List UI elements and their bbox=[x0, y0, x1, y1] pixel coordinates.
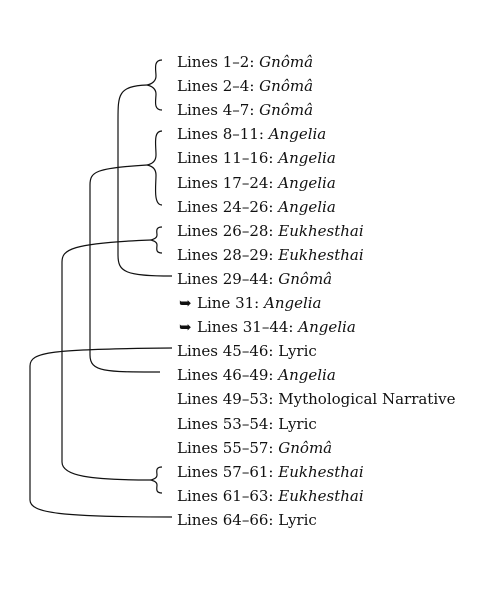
genre-label: Lyric bbox=[278, 510, 317, 529]
genre-label: Eukhesthai bbox=[278, 486, 364, 505]
genre-label: Eukhesthai bbox=[278, 245, 364, 264]
entry-line-2: Lines 2–4: Gnômâ bbox=[177, 75, 313, 97]
genre-label: Angelia bbox=[298, 318, 356, 337]
genre-label: Angelia bbox=[278, 366, 336, 385]
entry-line-1: Lines 1–2: Gnômâ bbox=[177, 51, 313, 73]
entry-line-15: Lines 49–53: Mythological Narrative bbox=[177, 388, 455, 410]
genre-label: Angelia bbox=[278, 197, 336, 216]
line-range: Lines 8–11: bbox=[177, 125, 269, 144]
entry-line-9: Lines 28–29: Eukhesthai bbox=[177, 244, 364, 266]
genre-label: Lyric bbox=[278, 414, 317, 433]
entry-line-12: ➥ Lines 31–44: Angelia bbox=[179, 316, 356, 338]
brace-group-1 bbox=[146, 59, 163, 111]
line-range: Lines 53–54: bbox=[177, 414, 279, 433]
line-range: Lines 61–63: bbox=[177, 486, 279, 505]
entry-line-17: Lines 55–57: Gnômâ bbox=[177, 437, 332, 459]
entry-line-3: Lines 4–7: Gnômâ bbox=[177, 99, 313, 121]
genre-label: Eukhesthai bbox=[278, 221, 364, 240]
entry-line-4: Lines 8–11: Angelia bbox=[177, 123, 326, 145]
genre-label: Gnômâ bbox=[259, 77, 314, 96]
line-range: Lines 4–7: bbox=[177, 101, 260, 120]
line-range: Lines 26–28: bbox=[177, 221, 279, 240]
line-range: Line 31: bbox=[197, 294, 264, 312]
indent-arrow-icon: ➥ bbox=[179, 294, 192, 312]
ring-connector-lyric bbox=[29, 347, 173, 518]
brace-group-3 bbox=[149, 226, 163, 254]
ring-connector-angelia bbox=[89, 164, 161, 373]
genre-label: Gnômâ bbox=[278, 438, 333, 457]
line-range: Lines 49–53: bbox=[177, 390, 279, 409]
brace-group-4 bbox=[149, 466, 163, 494]
line-range: Lines 29–44: bbox=[177, 269, 279, 288]
line-range: Lines 28–29: bbox=[177, 245, 279, 264]
entry-line-19: Lines 61–63: Eukhesthai bbox=[177, 485, 364, 507]
entry-line-6: Lines 17–24: Angelia bbox=[177, 172, 336, 194]
entry-line-18: Lines 57–61: Eukhesthai bbox=[177, 461, 364, 483]
genre-label: Angelia bbox=[278, 149, 336, 168]
line-range: Lines 2–4: bbox=[177, 77, 260, 96]
ring-connector-eukhesthai bbox=[61, 239, 152, 481]
line-range: Lines 55–57: bbox=[177, 438, 279, 457]
ring-connector-gnome bbox=[117, 84, 173, 277]
genre-label: Lyric bbox=[278, 342, 317, 361]
entry-line-7: Lines 24–26: Angelia bbox=[177, 196, 336, 218]
genre-label: Eukhesthai bbox=[278, 462, 364, 481]
genre-label: Angelia bbox=[278, 173, 336, 192]
genre-label: Mythological Narrative bbox=[278, 390, 456, 409]
line-range: Lines 31–44: bbox=[197, 318, 299, 337]
entry-line-11: ➥ Line 31: Angelia bbox=[179, 292, 322, 314]
genre-label: Angelia bbox=[263, 294, 322, 312]
indent-arrow-icon: ➥ bbox=[179, 318, 192, 337]
entry-line-20: Lines 64–66: Lyric bbox=[177, 509, 317, 531]
genre-label: Gnômâ bbox=[259, 101, 314, 120]
line-range: Lines 57–61: bbox=[177, 462, 279, 481]
line-range: Lines 46–49: bbox=[177, 366, 279, 385]
brace-group-2 bbox=[146, 130, 163, 206]
line-range: Lines 17–24: bbox=[177, 173, 279, 192]
line-range: Lines 24–26: bbox=[177, 197, 279, 216]
genre-label: Gnômâ bbox=[278, 269, 333, 288]
entry-line-16: Lines 53–54: Lyric bbox=[177, 413, 317, 435]
line-range: Lines 64–66: bbox=[177, 510, 279, 529]
entry-line-8: Lines 26–28: Eukhesthai bbox=[177, 220, 364, 242]
entry-line-5: Lines 11–16: Angelia bbox=[177, 147, 336, 169]
entry-line-14: Lines 46–49: Angelia bbox=[177, 364, 336, 386]
line-range: Lines 45–46: bbox=[177, 342, 279, 361]
entry-line-13: Lines 45–46: Lyric bbox=[177, 340, 317, 362]
genre-label: Angelia bbox=[268, 125, 327, 144]
genre-label: Gnômâ bbox=[259, 53, 314, 71]
entry-line-10: Lines 29–44: Gnômâ bbox=[177, 268, 332, 290]
line-range: Lines 1–2: bbox=[177, 53, 260, 71]
line-range: Lines 11–16: bbox=[177, 149, 279, 168]
